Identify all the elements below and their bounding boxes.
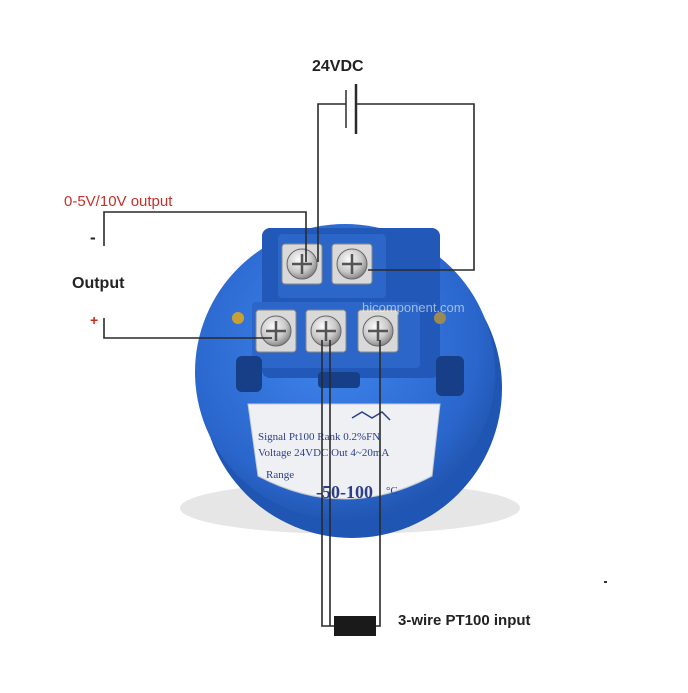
plate-range-value: -50-100 — [316, 482, 373, 502]
power-wire-negative — [317, 103, 346, 262]
output-plus-label: + — [90, 312, 99, 328]
pt100-sensor-icon — [334, 616, 376, 636]
label-plate: Signal Pt100 Rank 0.2%FN Voltage 24VDC O… — [247, 403, 441, 502]
watermark: hicomponent.com — [362, 300, 465, 315]
plate-shape — [247, 403, 441, 500]
mount-slot — [236, 356, 262, 392]
side-screw-icon — [434, 312, 446, 324]
terminal-screws — [255, 243, 399, 353]
terminal-screw-icon — [357, 309, 399, 353]
terminal-screw-icon — [305, 309, 347, 353]
output-minus-label: - — [90, 228, 96, 247]
output-range-label: 0-5V/10V output — [64, 193, 173, 210]
plate-line-2: Voltage 24VDC Out 4~20mA — [258, 447, 389, 459]
power-wire-positive — [356, 103, 475, 271]
output-wire-positive — [103, 318, 272, 339]
power-label: 24VDC — [312, 58, 364, 75]
plate-line-1: Signal Pt100 Rank 0.2%FN — [258, 431, 380, 443]
terminal-screw-icon — [255, 309, 297, 353]
sensor-wire-1 — [321, 340, 336, 627]
plate-range-unit: °C — [386, 485, 398, 497]
side-screw-icon — [232, 312, 244, 324]
sensor-symbol-icon — [351, 411, 391, 421]
output-wire-negative — [103, 211, 307, 262]
sensor-input-label: 3-wire PT100 input — [398, 612, 531, 629]
terminal-screw-icon — [331, 243, 373, 285]
terminal-screw-icon — [281, 243, 323, 285]
battery-icon — [345, 84, 358, 134]
marker-dot — [604, 581, 607, 583]
plate-range-label: Range — [266, 469, 294, 481]
mount-slot — [436, 356, 464, 396]
output-label: Output — [72, 275, 125, 292]
center-slot — [318, 372, 360, 388]
